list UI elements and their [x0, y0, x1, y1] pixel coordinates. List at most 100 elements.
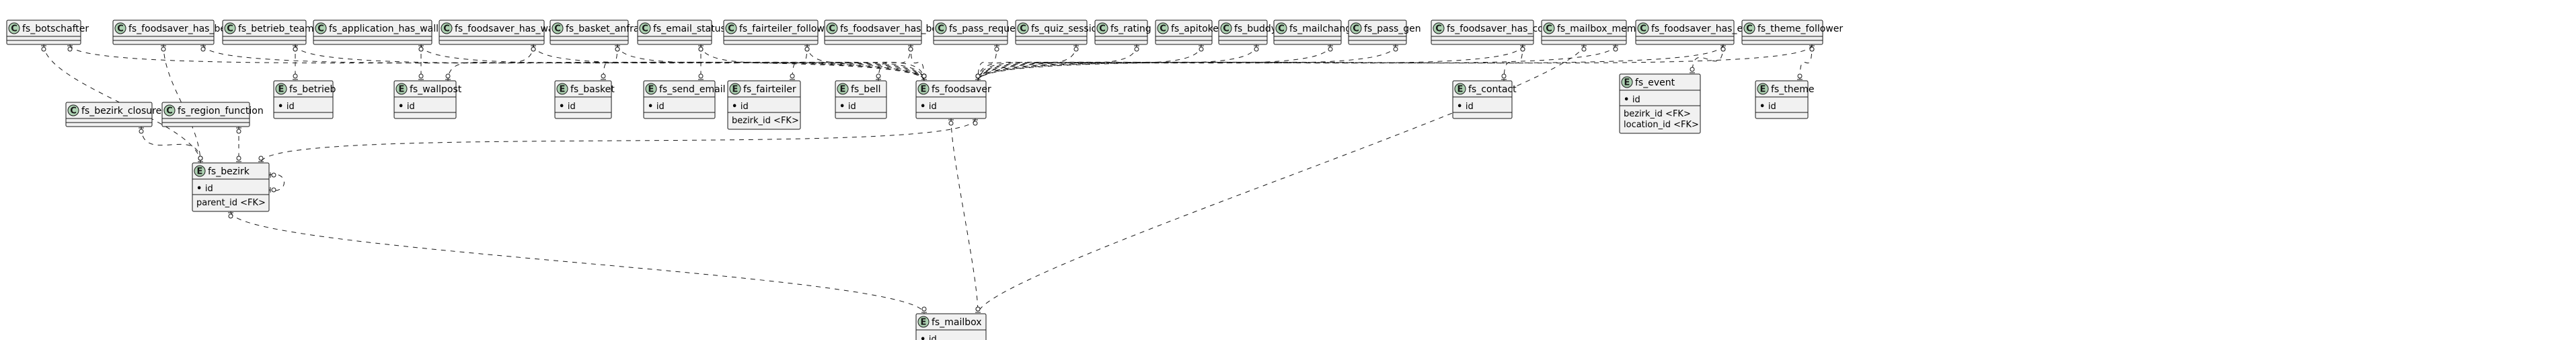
entity-attribute: • id [732, 102, 749, 112]
badge-glyph: E [921, 85, 927, 95]
entity-title: fs_event [1635, 77, 1675, 88]
entity-attribute: • id [196, 184, 213, 194]
class-badge-icon [1743, 22, 1755, 34]
entity-title: fs_foodsaver_has_wallpost [455, 24, 580, 34]
entity-title: fs_bezirk_closure [81, 106, 161, 116]
entity-title: fs_botschafter [22, 24, 89, 34]
entity-title: fs_mailbox [932, 317, 982, 328]
relation-fs-bezirk-closure-to-fs-bezirk [139, 126, 203, 164]
entity-title: fs_basket [570, 84, 615, 95]
class-badge-icon [224, 22, 236, 34]
badge-glyph: C [166, 106, 173, 116]
entity-title: fs_bezirk [208, 166, 250, 177]
class-badge-icon [935, 22, 947, 34]
class-badge-icon [1157, 22, 1169, 34]
badge-glyph: C [117, 24, 124, 34]
entity-badge-icon [395, 83, 408, 95]
class-badge-icon [67, 104, 79, 116]
entity-foreign-key: location_id <FK> [1624, 120, 1699, 130]
entity-title: fs_fairteiler_follower [739, 24, 835, 34]
badge-glyph: E [399, 85, 405, 95]
class-badge-icon [639, 22, 651, 34]
entity-attribute: • id [1624, 95, 1640, 105]
entity-badge-icon [917, 316, 930, 328]
badge-glyph: C [227, 24, 233, 34]
class-badge-icon [8, 22, 20, 34]
badge-glyph: E [1457, 85, 1464, 95]
entity-title: fs_mailbox_member [1557, 24, 1652, 34]
badge-glyph: C [554, 24, 561, 34]
badge-glyph: C [1020, 24, 1026, 34]
badge-glyph: E [921, 318, 927, 328]
class-badge-icon [1096, 22, 1108, 34]
relation-fs-foodsaver-to-fs-mailbox [948, 118, 981, 314]
entity-badge-icon [917, 83, 930, 95]
badge-glyph: C [1278, 24, 1285, 34]
entity-attribute: • id [1457, 102, 1474, 112]
entity-badge-icon [194, 165, 206, 177]
entity-title: fs_bell [851, 84, 881, 95]
class-badge-icon [1637, 22, 1649, 34]
entity-badge-icon [1757, 83, 1769, 95]
relation-fs-foodsaver-to-fs-bezirk [258, 118, 978, 164]
badge-glyph: C [829, 24, 835, 34]
entity-title: fs_foodsaver_has_contact [1447, 24, 1568, 34]
entity-title: fs_foodsaver [932, 84, 991, 95]
entity-title: fs_theme [1771, 84, 1814, 95]
badge-glyph: C [728, 24, 734, 34]
entity-badge-icon [645, 83, 657, 95]
entity-title: fs_send_email [659, 84, 726, 95]
badge-glyph: E [278, 85, 285, 95]
class-badge-icon [114, 22, 126, 34]
entity-badge-icon [556, 83, 568, 95]
relation-fs-foodsaver-has-bell-to-fs-foodsaver [908, 44, 927, 81]
class-badge-icon [1220, 22, 1232, 34]
badge-glyph: E [840, 85, 846, 95]
badge-glyph: C [11, 24, 17, 34]
entity-title: fs_contact [1468, 84, 1517, 95]
entity-badge-icon [837, 83, 849, 95]
relation-fs-region-function-to-fs-bezirk [236, 127, 241, 163]
relation-fs-bezirk-to-fs-bezirk [268, 172, 285, 193]
entity-attribute: • id [1759, 102, 1776, 112]
entity-title: fs_region_function [178, 106, 264, 116]
entity-title: fs_fairteiler [743, 84, 796, 95]
badge-glyph: C [317, 24, 324, 34]
badge-glyph: C [1099, 24, 1106, 34]
